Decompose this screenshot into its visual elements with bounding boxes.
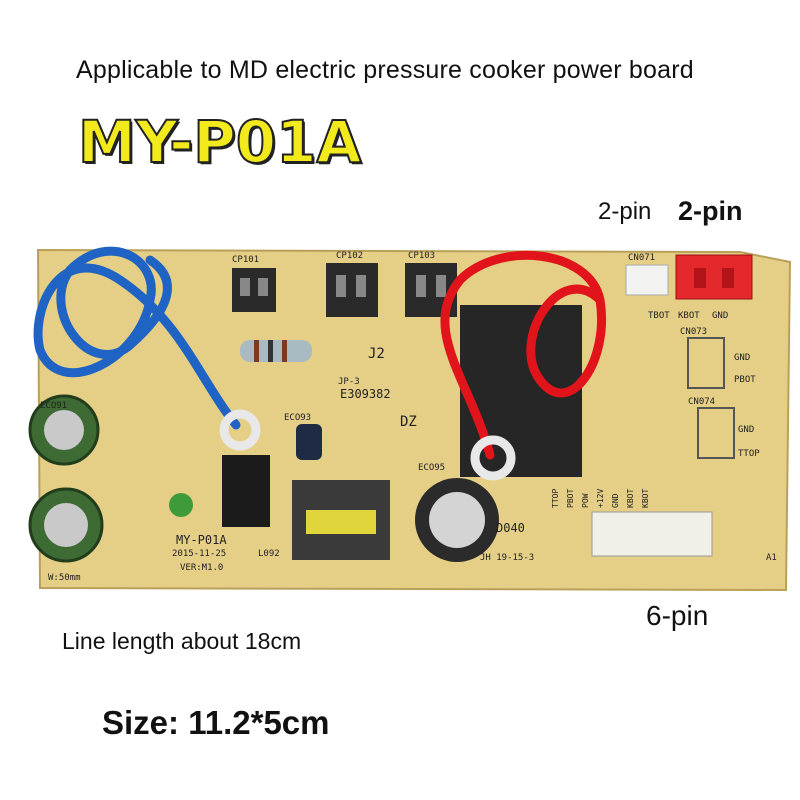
white-6pin-connector bbox=[591, 511, 713, 557]
silk-w50: W:50mm bbox=[48, 573, 81, 583]
model-title: MY-P01A bbox=[77, 107, 362, 177]
silk-cp102: CP102 bbox=[336, 251, 363, 261]
silk-dz: DZ bbox=[400, 414, 417, 430]
six-pin-label: PBOT bbox=[566, 489, 575, 508]
silk-kbot: KBOT bbox=[678, 311, 700, 321]
silk-a1: A1 bbox=[766, 553, 777, 563]
subtitle: Applicable to MD electric pressure cooke… bbox=[76, 56, 694, 84]
silk-l092: L092 bbox=[258, 549, 280, 559]
silk-ttop: TTOP bbox=[738, 449, 760, 459]
silk-cn074: CN074 bbox=[688, 397, 715, 407]
silk-eco95: ECO95 bbox=[418, 463, 445, 473]
red-wire bbox=[440, 250, 606, 460]
silk-gnd-3: GND bbox=[712, 311, 728, 321]
silk-model: MY-P01A bbox=[176, 533, 227, 547]
led bbox=[169, 493, 193, 517]
silk-eco93: ECO93 bbox=[284, 413, 311, 423]
silk-pbot: PBOT bbox=[734, 375, 756, 385]
silk-cert: E309382 bbox=[340, 387, 391, 401]
silk-cn071: CN071 bbox=[628, 253, 655, 263]
ic-chip bbox=[222, 455, 270, 527]
silk-code: JH 19-15-3 bbox=[480, 553, 534, 563]
silk-cp101: CP101 bbox=[232, 255, 259, 265]
line-length-label: Line length about 18cm bbox=[62, 628, 302, 654]
silk-d040: D040 bbox=[496, 521, 525, 535]
silk-jp: JP-3 bbox=[338, 377, 360, 387]
pin-label-2pin-left: 2-pin bbox=[598, 198, 652, 225]
blue-wire bbox=[33, 246, 241, 430]
silk-gnd-2: GND bbox=[738, 425, 754, 435]
six-pin-labels: TTOP PBOT POW +12V GND KBOT KBOT bbox=[551, 489, 650, 508]
pin-label-6pin: 6-pin bbox=[646, 600, 709, 631]
silk-eco91: ECO91 bbox=[40, 401, 67, 411]
six-pin-label: TTOP bbox=[551, 489, 560, 508]
white-2pin-connector bbox=[625, 264, 669, 296]
silk-cp103: CP103 bbox=[408, 251, 435, 261]
pin-label-2pin-right: 2-pin bbox=[678, 196, 743, 226]
six-pin-label: +12V bbox=[596, 489, 605, 508]
silk-tbot: TBOT bbox=[648, 311, 670, 321]
six-pin-label: GND bbox=[611, 493, 620, 508]
silk-ver: VER:M1.0 bbox=[180, 563, 223, 573]
silk-gnd-1: GND bbox=[734, 353, 750, 363]
six-pin-label: KBOT bbox=[641, 489, 650, 508]
six-pin-label: POW bbox=[581, 493, 590, 508]
size-label: Size: 11.2*5cm bbox=[102, 704, 330, 741]
red-2pin-connector bbox=[675, 254, 753, 300]
silk-date: 2015-11-25 bbox=[172, 549, 226, 559]
cp-connectors bbox=[232, 263, 457, 317]
silk-cn073: CN073 bbox=[680, 327, 707, 337]
six-pin-label: KBOT bbox=[626, 489, 635, 508]
silk-j2: J2 bbox=[368, 346, 385, 362]
